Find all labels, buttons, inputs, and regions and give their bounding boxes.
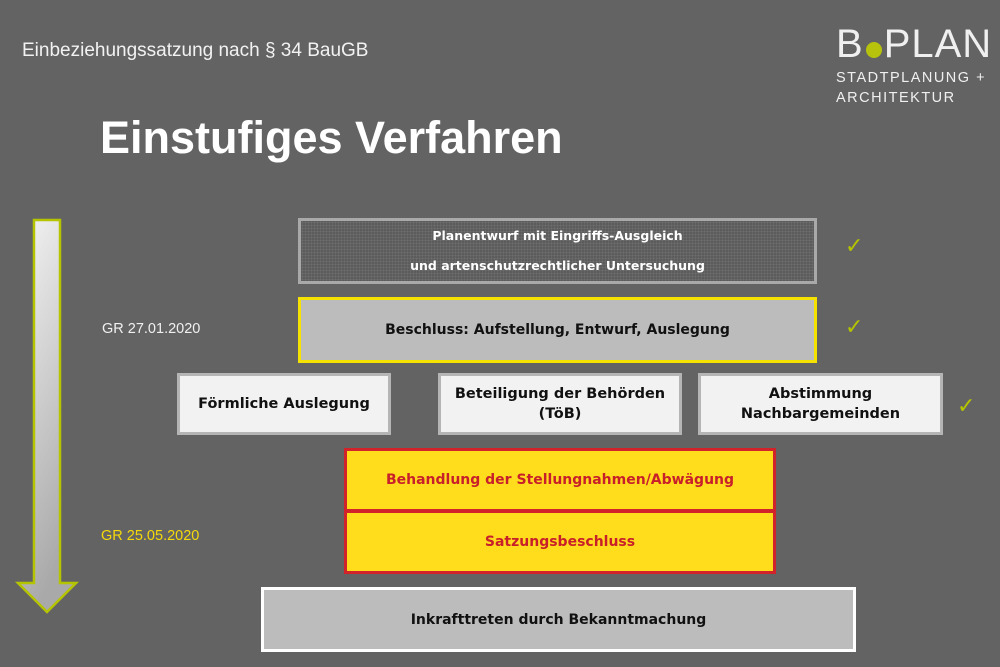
beschluss-label: Beschluss: Aufstellung, Entwurf, Auslegu… xyxy=(385,322,730,338)
inkrafttreten-label: Inkrafttreten durch Bekanntmachung xyxy=(410,611,707,628)
logo-text-left: B xyxy=(836,22,864,66)
logo-line1: STADTPLANUNG + xyxy=(836,70,987,86)
auslegung-label: Förmliche Auslegung xyxy=(198,396,370,412)
checkmark-icon: ✓ xyxy=(957,394,976,419)
logo-dot xyxy=(865,42,882,58)
slide-subtitle: Einbeziehungssatzung nach § 34 BauGB xyxy=(22,40,369,61)
checkmark-icon: ✓ xyxy=(845,234,864,259)
boplan-logo: B PLAN STADTPLANUNG + ARCHITEKTUR xyxy=(836,24,992,108)
slide-title: Einstufiges Verfahren xyxy=(100,112,563,163)
planentwurf-line2: und artenschutzrechtlicher Untersuchung xyxy=(410,258,705,273)
beteiligung-line1: Beteiligung der Behörden xyxy=(454,386,666,402)
step-satzungsbeschluss: Satzungsbeschluss xyxy=(344,510,776,574)
abstimmung-line2: Nachbargemeinden xyxy=(740,406,901,422)
step-abstimmung: Abstimmung Nachbargemeinden xyxy=(698,373,943,435)
step-beschluss: Beschluss: Aufstellung, Entwurf, Auslegu… xyxy=(298,297,817,363)
step-beteiligung: Beteiligung der Behörden (TöB) xyxy=(438,373,682,435)
step-auslegung: Förmliche Auslegung xyxy=(177,373,391,435)
logo-line2: ARCHITEKTUR xyxy=(836,90,956,106)
logo-text-right: PLAN xyxy=(883,22,993,66)
planentwurf-line1: Planentwurf mit Eingriffs-Ausgleich xyxy=(432,228,683,243)
date-gr-2: GR 25.05.2020 xyxy=(101,528,200,544)
step-behandlung: Behandlung der Stellungnahmen/Abwägung xyxy=(344,448,776,512)
step-inkrafttreten: Inkrafttreten durch Bekanntmachung xyxy=(261,587,856,652)
step-planentwurf: Planentwurf mit Eingriffs-Ausgleich und … xyxy=(298,218,817,284)
satzungsbeschluss-label: Satzungsbeschluss xyxy=(484,534,636,550)
beteiligung-line2: (TöB) xyxy=(538,406,582,422)
checkmark-icon: ✓ xyxy=(845,315,864,340)
behandlung-label: Behandlung der Stellungnahmen/Abwägung xyxy=(385,472,735,488)
date-gr-1: GR 27.01.2020 xyxy=(102,321,201,337)
abstimmung-line1: Abstimmung xyxy=(768,386,873,402)
timeline-arrow-icon xyxy=(14,218,80,614)
